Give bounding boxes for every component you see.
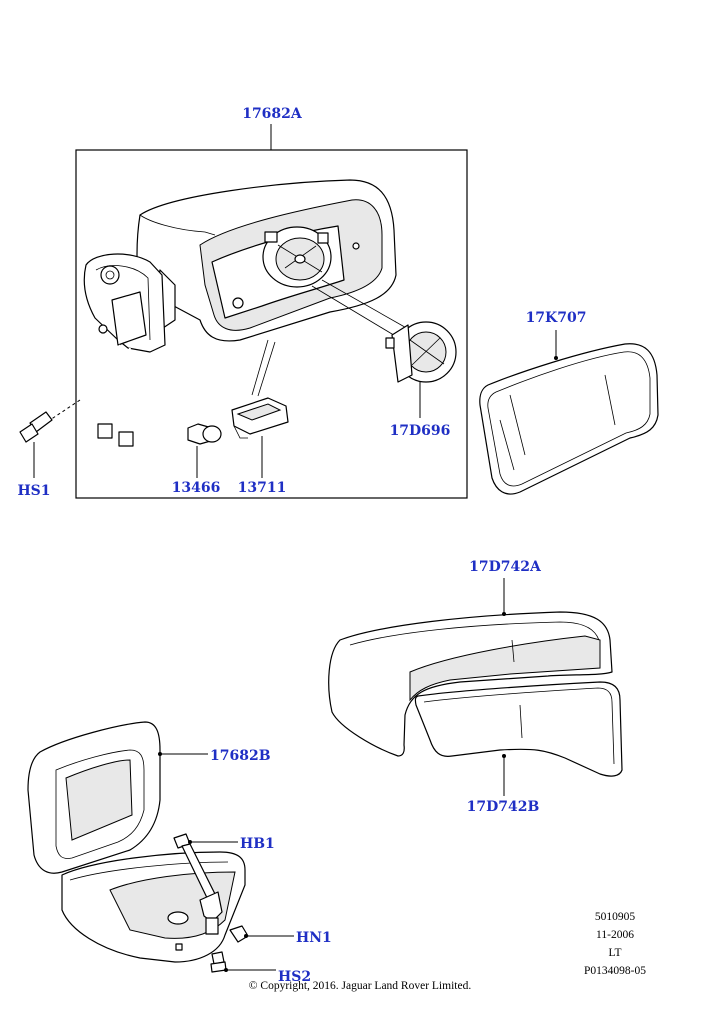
mirror-cover-insert-17D742B <box>414 681 623 796</box>
bolt-HB1 <box>173 833 238 905</box>
callout-HB1: HB1 <box>240 836 275 852</box>
reference-code: LT <box>608 947 622 959</box>
mirror-housing-assembly <box>136 179 397 342</box>
stud-connector <box>199 891 223 935</box>
callout-13466: 13466 <box>172 480 221 496</box>
callout-17K707: 17K707 <box>526 310 587 326</box>
callout-17D742B: 17D742B <box>467 799 540 815</box>
mirror-glass-17K707 <box>479 330 659 495</box>
reference-illustration-id: P0134098-05 <box>584 965 646 977</box>
wiring-harness <box>97 344 136 447</box>
puddle-lamp-13711 <box>231 341 289 478</box>
callout-HS1: HS1 <box>17 483 50 499</box>
callout-17D696: 17D696 <box>390 423 451 439</box>
callout-HN1: HN1 <box>296 930 332 946</box>
nut-HN1 <box>229 925 294 943</box>
callout-17D742A: 17D742A <box>469 559 542 575</box>
reference-number: 5010905 <box>594 911 636 923</box>
mirror-head-17682B <box>27 721 208 874</box>
reference-date: 11-2006 <box>596 929 634 941</box>
screw-HS1 <box>19 399 81 478</box>
callout-17682B: 17682B <box>210 748 271 764</box>
callout-13711: 13711 <box>238 480 287 496</box>
callout-HS2: HS2 <box>278 969 311 985</box>
screw-HS2 <box>210 951 276 973</box>
mirror-base-bracket <box>83 253 166 353</box>
bulb-13466 <box>187 339 269 478</box>
mirror-cover-17D742A <box>328 578 613 757</box>
mirror-actuator-17D696 <box>311 279 457 418</box>
callout-17682A: 17682A <box>242 106 303 122</box>
copyright-notice: © Copyright, 2016. Jaguar Land Rover Lim… <box>248 980 472 992</box>
